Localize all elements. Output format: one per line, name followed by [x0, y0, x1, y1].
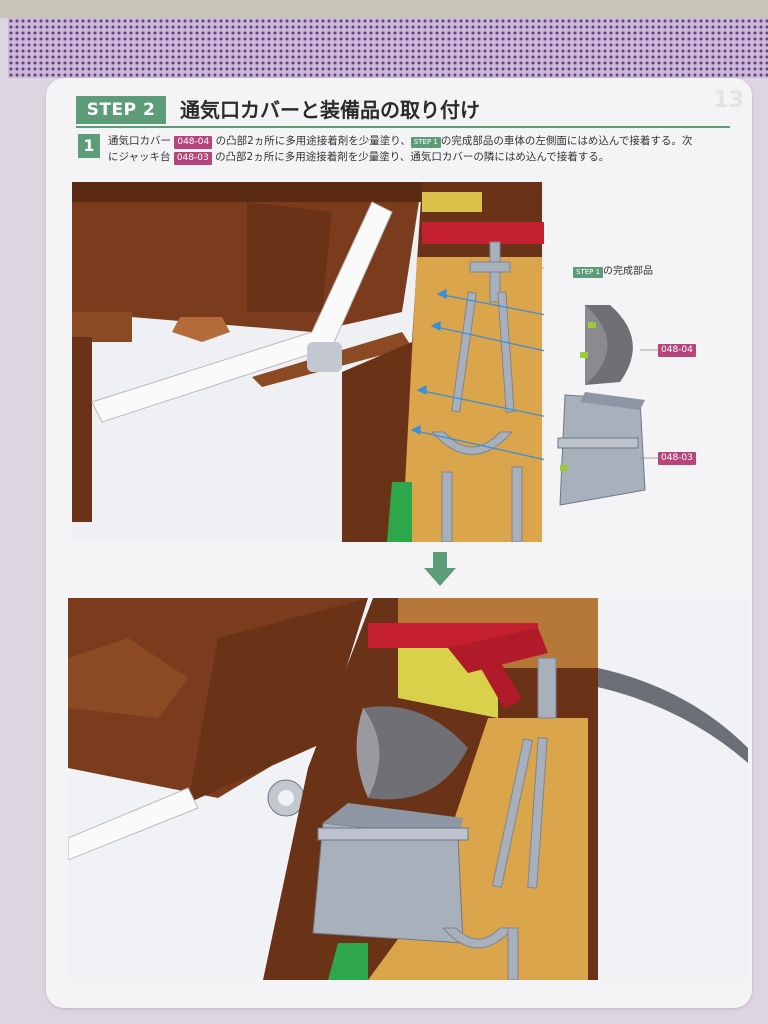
step1-tag: STEP 1	[410, 137, 441, 148]
step-rule	[76, 126, 730, 128]
callout-step1-text: の完成部品	[603, 266, 654, 277]
photo-top-edge	[0, 0, 768, 18]
callout-part-jack: 048-03	[658, 452, 696, 465]
instruction-part-3: の完成部品の車体の左側面にはめ込んで接着する。次	[440, 135, 693, 147]
instruction-part-1: 通気口カバー	[108, 135, 171, 147]
step-badge: STEP 2	[76, 96, 166, 124]
instruction-number: 1	[78, 134, 100, 158]
callout-leaders	[640, 349, 658, 459]
part-tag-jack: 048-03	[173, 152, 212, 165]
down-arrow-icon	[424, 552, 456, 586]
instruction-part-2: の凸部2ヵ所に多用途接着剤を少量塗り、	[215, 135, 411, 147]
instruction-part-4: にジャッキ台	[108, 151, 171, 163]
callout-step1-tag: STEP 1	[573, 267, 604, 278]
step-header: STEP 2 通気口カバーと装備品の取り付け	[76, 96, 730, 128]
parts-exploded	[557, 305, 646, 506]
callout-part-cover: 048-04	[658, 344, 696, 357]
instruction-part-5: の凸部2ヵ所に多用途接着剤を少量塗り、通気口カバーの隣にはめ込んで接着する。	[215, 151, 610, 163]
step-title: 通気口カバーと装備品の取り付け	[180, 98, 480, 122]
callout-cover-tag: 048-04	[658, 344, 696, 357]
part-tag-cover: 048-04	[174, 136, 213, 149]
halftone-border	[8, 18, 768, 78]
page-number-faint: 13	[713, 88, 744, 113]
callout-jack-tag: 048-03	[658, 452, 696, 465]
illustration-before	[72, 182, 544, 542]
illustration-after	[68, 598, 748, 980]
